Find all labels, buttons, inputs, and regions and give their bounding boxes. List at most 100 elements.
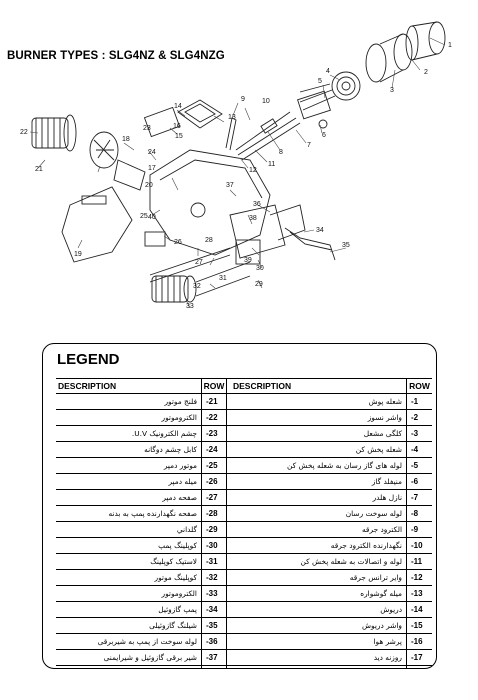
legend-row: لوله و اتصالات به شعله پخش کن -11 xyxy=(227,554,432,570)
part-description: پرشر هوا xyxy=(373,637,402,646)
legend-row: شیر برقی گازوئیل و شیرایمنی -37 xyxy=(56,650,227,666)
legend-row: لوله سوخت رسان-8 xyxy=(227,506,432,522)
part-description: دریوش xyxy=(380,605,402,614)
callout-label: 16 xyxy=(173,123,181,130)
callout-label: 25 xyxy=(140,213,148,220)
part-description: گلداني xyxy=(176,525,197,534)
part-number: -10 xyxy=(406,538,432,553)
part-description: صفحه دمپر xyxy=(162,493,197,502)
pump-motor-part xyxy=(151,239,261,303)
legend-row: بلوک و اتصالات شیربرقی و گیج گازوئیل-38 xyxy=(56,666,227,668)
header-row-left: ROW xyxy=(201,379,227,393)
part-description: شیلنگ گازوئیلی xyxy=(149,621,197,630)
page-title: BURNER TYPES : SLG4NZ & SLG4NZG xyxy=(7,50,225,62)
callout-label: 38 xyxy=(249,215,257,222)
legend-row: لاستیک کوپلینگ -31 xyxy=(56,554,227,570)
legend-row: نگهدارنده الکترود جرقه -10 xyxy=(227,538,432,554)
legend-row: شعله پخش کن -4 xyxy=(227,442,432,458)
callout-label: 2 xyxy=(424,69,428,76)
part-description: روزنه دید xyxy=(373,653,402,662)
legend-row: کوپلینگ پمپ-30 xyxy=(56,538,227,554)
callout-label: 39 xyxy=(244,257,252,264)
callout-label: 4 xyxy=(326,68,330,75)
callout-label: 24 xyxy=(148,149,156,156)
legend-row: پایه تابلو-18 xyxy=(227,666,432,668)
part-description: واشر نسوز xyxy=(367,413,402,422)
callout-label: 23 xyxy=(143,125,151,132)
part-number: -37 xyxy=(201,650,227,665)
part-number: -18 xyxy=(406,666,432,668)
part-description: لوله های گاز رسان به شعله پخش کن xyxy=(286,461,402,470)
part-number: -24 xyxy=(201,442,227,457)
legend-row: کلگی مشعل-3 xyxy=(227,426,432,442)
legend-row: کوپلینگ موتور-32 xyxy=(56,570,227,586)
part-description: لاستیک کوپلینگ xyxy=(150,557,197,566)
part-description: نازل هلدر xyxy=(372,493,402,502)
part-description: بلوک و اتصالات شیربرقی و گیج گازوئیل xyxy=(56,666,201,668)
legend-row: فلنج موتور-21 xyxy=(56,394,227,410)
callout-label: 6 xyxy=(322,132,326,139)
part-description: واشر دریوش xyxy=(362,621,402,630)
callout-label: 36 xyxy=(253,201,261,208)
part-number: -27 xyxy=(201,490,227,505)
main-body-part xyxy=(149,149,306,259)
callout-label: 34 xyxy=(316,227,324,234)
legend-row: موتور دمپر-25 xyxy=(56,458,227,474)
part-number: -15 xyxy=(406,618,432,633)
part-number: -36 xyxy=(201,634,227,649)
legend-title: LEGEND xyxy=(57,351,120,368)
oil-hose-part xyxy=(284,227,336,261)
header-row-right: ROW xyxy=(406,379,432,393)
legend-row: میله دمپر-26 xyxy=(56,474,227,490)
part-description: شیر برقی گازوئیل و شیرایمنی xyxy=(103,653,197,662)
callout-label: 40 xyxy=(148,214,156,221)
part-description: لوله و اتصالات به شعله پخش کن xyxy=(300,557,402,566)
part-number: -14 xyxy=(406,602,432,617)
legend-row: واشر دریوش -15 xyxy=(227,618,432,634)
legend-row: الکترود جرقه-9 xyxy=(227,522,432,538)
part-number: -25 xyxy=(201,458,227,473)
legend-row: گلداني -29 xyxy=(56,522,227,538)
legend-row: صفحه نگهدارنده پمپ به بدنه-28 xyxy=(56,506,227,522)
callout-label: 22 xyxy=(20,129,28,136)
callout-label: 10 xyxy=(262,98,270,105)
callout-label: 26 xyxy=(174,239,182,246)
damper-part xyxy=(144,231,231,283)
header-description-left: DESCRIPTION xyxy=(58,381,117,391)
part-number: -11 xyxy=(406,554,432,569)
legend-row: الکتروموتور-33 xyxy=(56,586,227,602)
part-description: الکتروموتور xyxy=(161,589,198,598)
part-number: -38 xyxy=(201,666,227,668)
part-description: نگهدارنده الکترود جرقه xyxy=(330,541,402,550)
part-number: -16 xyxy=(406,634,432,649)
part-description: کوپلینگ پمپ xyxy=(158,541,197,550)
part-number: -29 xyxy=(201,522,227,537)
part-description: لوله سوخت از پمپ به شیربرقی xyxy=(97,637,197,646)
callout-label: 37 xyxy=(226,182,234,189)
part-number: -1 xyxy=(406,394,432,409)
legend-row: منیفلد گاز-6 xyxy=(227,474,432,490)
part-number: -28 xyxy=(201,506,227,521)
flame-diffuser-part xyxy=(297,71,361,129)
part-description: کلگی مشعل xyxy=(363,429,402,438)
part-description: شعله پخش کن xyxy=(355,445,402,454)
part-number: -31 xyxy=(201,554,227,569)
callout-label: 5 xyxy=(318,78,322,85)
part-number: -4 xyxy=(406,442,432,457)
legend-row: روزنه دید -17 xyxy=(227,650,432,666)
cover-plate-part xyxy=(143,99,223,138)
part-number: -17 xyxy=(406,650,432,665)
callout-label: 3 xyxy=(390,87,394,94)
callout-label: 15 xyxy=(175,133,183,140)
part-number: -34 xyxy=(201,602,227,617)
part-number: -21 xyxy=(201,394,227,409)
part-number: -35 xyxy=(201,618,227,633)
callout-label: 17 xyxy=(148,165,156,172)
legend-row: کابل چشم دوگانه-24 xyxy=(56,442,227,458)
callout-label: 1 xyxy=(448,42,452,49)
part-description: میله دمپر xyxy=(168,477,197,486)
callout-label: 9 xyxy=(241,96,245,103)
callout-label: 12 xyxy=(249,167,257,174)
part-description: منیفلد گاز xyxy=(371,477,402,486)
